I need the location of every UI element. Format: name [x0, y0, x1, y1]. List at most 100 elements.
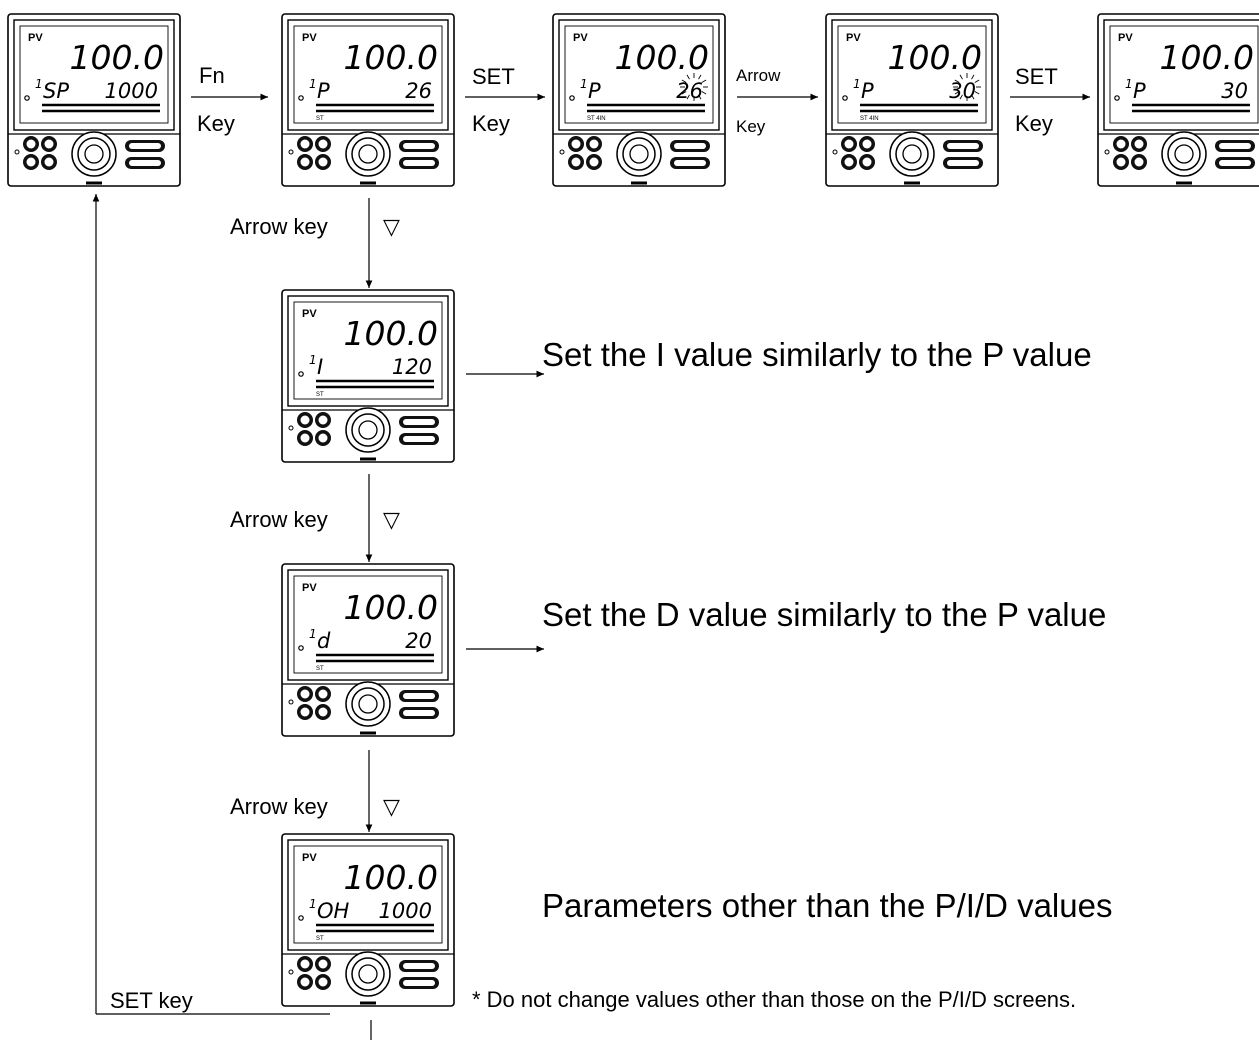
parameter-button[interactable] [399, 977, 439, 989]
sub-indicator: ST [316, 116, 324, 122]
f2-key[interactable] [859, 154, 875, 170]
param-prefix: 1 [309, 897, 317, 911]
note-i-value: Set the I value similarly to the P value [542, 336, 1092, 373]
arrow-set-dial[interactable] [71, 131, 117, 177]
label-set-2: SET [1015, 64, 1058, 89]
f2-key[interactable] [315, 704, 331, 720]
fn-key-lower[interactable] [1113, 154, 1129, 170]
f1-key[interactable] [41, 136, 57, 152]
fn-key[interactable] [297, 956, 313, 972]
label-triangle-3: ▽ [383, 794, 400, 819]
pv-value: 100.0 [615, 38, 709, 77]
param-name: P [588, 79, 601, 103]
note-warning: * Do not change values other than those … [472, 987, 1076, 1012]
display-button[interactable] [125, 140, 165, 152]
f1-key[interactable] [859, 136, 875, 152]
arrow-set-dial[interactable] [616, 131, 662, 177]
fn-key-lower[interactable] [568, 154, 584, 170]
pv-label: PV [302, 852, 317, 864]
pv-label: PV [573, 32, 588, 44]
pv-value: 100.0 [1160, 38, 1254, 77]
param-value: 30 [1221, 79, 1248, 103]
sub-indicator: ST [316, 666, 324, 672]
pv-label: PV [302, 582, 317, 594]
arrow-set-dial[interactable] [345, 407, 391, 453]
pv-label: PV [302, 308, 317, 320]
fn-key[interactable] [297, 412, 313, 428]
fn-key-lower[interactable] [297, 974, 313, 990]
pv-label: PV [1118, 32, 1133, 44]
display-button[interactable] [399, 690, 439, 702]
param-name: P [317, 79, 330, 103]
fn-key-lower[interactable] [297, 154, 313, 170]
pv-value: 100.0 [344, 588, 438, 627]
parameter-button[interactable] [399, 157, 439, 169]
parameter-button[interactable] [1215, 157, 1255, 169]
pv-label: PV [28, 32, 43, 44]
blink-indicator-icon [680, 73, 708, 101]
param-name: I [317, 355, 323, 379]
parameter-button[interactable] [670, 157, 710, 169]
display-button[interactable] [399, 960, 439, 972]
fn-key-lower[interactable] [841, 154, 857, 170]
fn-key-lower[interactable] [297, 704, 313, 720]
display-button[interactable] [1215, 140, 1255, 152]
f1-key[interactable] [315, 956, 331, 972]
display-button[interactable] [670, 140, 710, 152]
label-fn: Fn [199, 63, 225, 88]
arrow-set-dial[interactable] [345, 131, 391, 177]
parameter-button[interactable] [125, 157, 165, 169]
display-button[interactable] [943, 140, 983, 152]
label-set-key-return: SET key [110, 988, 193, 1013]
f2-key[interactable] [315, 154, 331, 170]
note-other-params: Parameters other than the P/I/D values [542, 887, 1112, 924]
fn-key[interactable] [568, 136, 584, 152]
fn-key[interactable] [1113, 136, 1129, 152]
param-prefix: 1 [853, 77, 861, 91]
f2-key[interactable] [41, 154, 57, 170]
f1-key[interactable] [315, 686, 331, 702]
display-button[interactable] [399, 140, 439, 152]
pv-label: PV [846, 32, 861, 44]
f2-key[interactable] [1131, 154, 1147, 170]
button-panel [832, 131, 983, 177]
display-button[interactable] [399, 416, 439, 428]
param-name: SP [43, 79, 69, 103]
f2-key[interactable] [315, 974, 331, 990]
fn-key[interactable] [841, 136, 857, 152]
pv-label: PV [302, 32, 317, 44]
param-prefix: 1 [1125, 77, 1133, 91]
f2-key[interactable] [315, 430, 331, 446]
arrow-set-dial[interactable] [345, 681, 391, 727]
param-value: 1000 [379, 899, 432, 923]
parameter-button[interactable] [399, 707, 439, 719]
fn-key[interactable] [23, 136, 39, 152]
fn-key[interactable] [297, 136, 313, 152]
f1-key[interactable] [586, 136, 602, 152]
param-value: 26 [405, 79, 432, 103]
fn-key-lower[interactable] [23, 154, 39, 170]
param-prefix: 1 [309, 77, 317, 91]
f1-key[interactable] [315, 136, 331, 152]
fn-key-lower[interactable] [297, 430, 313, 446]
param-prefix: 1 [309, 353, 317, 367]
arrow-set-dial[interactable] [345, 951, 391, 997]
button-panel [288, 951, 439, 997]
parameter-button[interactable] [943, 157, 983, 169]
f1-key[interactable] [315, 412, 331, 428]
arrow-set-dial[interactable] [889, 131, 935, 177]
param-name: OH [317, 899, 350, 923]
label-triangle-2: ▽ [383, 507, 400, 532]
fn-key[interactable] [297, 686, 313, 702]
f1-key[interactable] [1131, 136, 1147, 152]
sub-indicator: ST 4IN [587, 116, 606, 122]
param-name: P [1133, 79, 1146, 103]
parameter-button[interactable] [399, 433, 439, 445]
arrow-set-dial[interactable] [1161, 131, 1207, 177]
note-d-value: Set the D value similarly to the P value [542, 596, 1106, 633]
f2-key[interactable] [586, 154, 602, 170]
